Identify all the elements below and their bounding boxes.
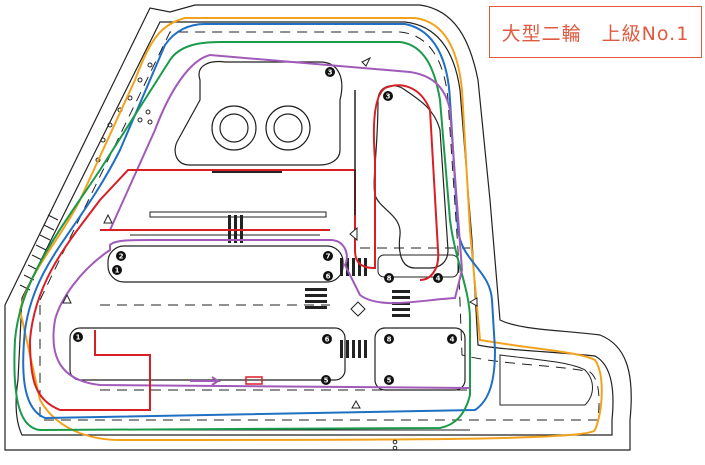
marker-1-lower: 1: [73, 332, 83, 342]
markers: 1 2 6 7 3 3 8 4 1 6 8 4 5 5: [73, 67, 457, 385]
route-blue: [22, 23, 497, 420]
title-box: 大型二輪 上級No.1: [489, 6, 702, 58]
marker-3-top: 3: [325, 67, 335, 77]
marker-4-right: 4: [433, 273, 443, 283]
course-boundary: [4, 4, 632, 451]
svg-text:4: 4: [450, 336, 455, 344]
marker-4-lower: 4: [447, 334, 457, 344]
route-red: [29, 84, 440, 411]
marker-5-right: 5: [384, 375, 394, 385]
triangle-5: [349, 226, 358, 242]
diamond: [350, 301, 366, 317]
lane-dashes: [39, 31, 600, 421]
svg-text:6: 6: [325, 336, 330, 344]
marker-6-lower: 6: [322, 334, 332, 344]
svg-text:3: 3: [386, 93, 391, 101]
svg-text:2: 2: [119, 253, 124, 261]
small-circle-b: [392, 445, 398, 451]
triangle-4: [351, 399, 361, 409]
marker-6-upper: 6: [323, 271, 333, 281]
routes: [13, 17, 603, 441]
bottom-right-loop: [150, 354, 593, 431]
direction-arrow: [190, 376, 222, 386]
straight-bars: [130, 211, 327, 236]
marker-5-left: 5: [321, 375, 331, 385]
svg-text:7: 7: [326, 253, 331, 261]
svg-text:6: 6: [326, 273, 331, 281]
signs: [62, 56, 478, 409]
marker-8-lower: 8: [384, 334, 394, 344]
right-block: [377, 254, 459, 278]
small-circle-a: [392, 439, 398, 445]
figure-eight-area: [174, 60, 343, 166]
triangle-2: [103, 213, 113, 224]
svg-text:1: 1: [115, 267, 120, 275]
route-green: [13, 41, 471, 432]
svg-text:5: 5: [324, 377, 329, 385]
marker-8-center: 8: [384, 273, 394, 283]
left-edge-markings: [19, 62, 153, 291]
triangle-6: [468, 297, 478, 307]
stop-box: [245, 376, 263, 385]
svg-text:8: 8: [387, 336, 392, 344]
triangle-3: [62, 293, 72, 304]
route-purple: [52, 53, 471, 389]
marker-2-upper: 2: [116, 251, 126, 261]
svg-text:8: 8: [387, 275, 392, 283]
svg-text:1: 1: [76, 334, 81, 342]
lower-right-block: [374, 327, 466, 391]
marker-1-upper: 1: [112, 265, 122, 275]
marker-7-upper: 7: [323, 251, 333, 261]
triangle-1: [361, 56, 372, 67]
svg-text:4: 4: [436, 275, 441, 283]
route-orange: [18, 17, 603, 441]
svg-text:5: 5: [387, 377, 392, 385]
page-title: 大型二輪 上級No.1: [501, 23, 690, 45]
upper-block: [107, 245, 344, 283]
svg-text:3: 3: [328, 69, 333, 77]
marker-3-right: 3: [383, 91, 393, 101]
